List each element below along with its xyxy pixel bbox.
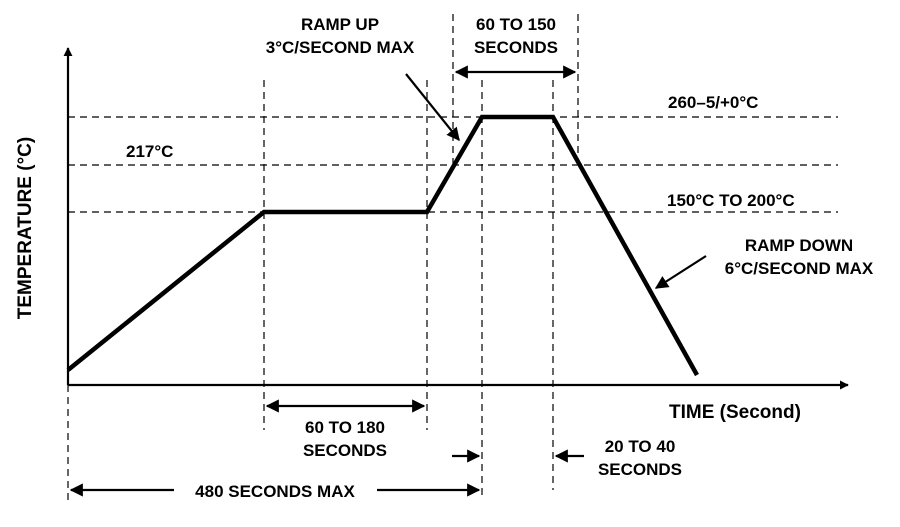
ramp-down-leader-arrow [654,255,707,289]
soak-level-label: 150°C TO 200°C [667,191,795,210]
soak-window-label-line1: 60 TO 180 [305,418,385,437]
peak-hold-label-line1: 20 TO 40 [605,437,676,456]
x-axis-label: TIME (Second) [669,402,801,423]
ramp-up-label-line1: RAMP UP [301,15,379,34]
y-axis-label: TEMPERATURE (°C) [15,137,36,319]
peak-window-label-line2: SECONDS [474,38,558,57]
ramp-up-leader-arrow [405,73,460,142]
ramp-up-label-line2: 3°C/SECOND MAX [266,38,415,57]
liquidus-level-label: 217°C [126,142,173,161]
soak-window-label-line2: SECONDS [303,441,387,460]
peak-level-label: 260–5/+0°C [668,93,758,112]
ramp-down-label-line2: 6°C/SECOND MAX [725,259,874,278]
peak-hold-label-line2: SECONDS [598,460,682,479]
peak-window-label-line1: 60 TO 150 [476,15,556,34]
ramp-down-label-line1: RAMP DOWN [745,236,853,255]
total-time-label: 480 SECONDS MAX [195,482,355,501]
reflow-profile-curve [66,114,699,377]
